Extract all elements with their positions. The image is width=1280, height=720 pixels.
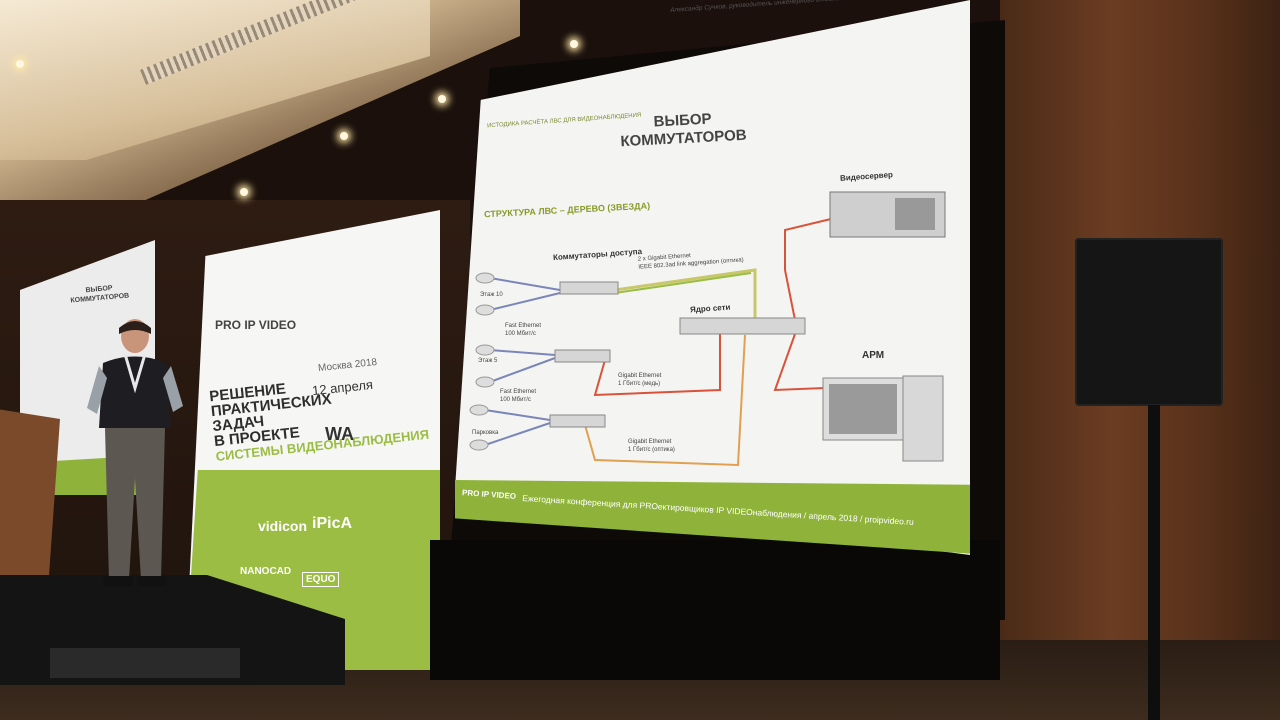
label-workstation: АРМ bbox=[862, 350, 885, 361]
sponsor-logo: iPicA bbox=[312, 515, 353, 532]
network-diagram bbox=[469, 191, 946, 467]
ceiling-light bbox=[240, 188, 248, 196]
label-gigabit-fiber-line2: 1 Гбит/с (оптика) bbox=[628, 447, 675, 453]
ceiling-light bbox=[16, 60, 24, 68]
label-fast-ethernet-speed: 100 Мбит/с bbox=[500, 397, 531, 403]
projection-screen-base bbox=[430, 540, 1000, 680]
slide-title: ВЫБОР КОММУТАТОРОВ bbox=[619, 109, 747, 152]
label-fast-ethernet: Fast Ethernet 100 Мбит/с bbox=[505, 322, 541, 338]
podium bbox=[0, 409, 60, 590]
label-fast-ethernet-speed: 100 Мбит/с bbox=[505, 331, 536, 337]
label-gigabit-fiber-line1: Gigabit Ethernet bbox=[628, 439, 672, 445]
label-gigabit-fiber: Gigabit Ethernet 1 Гбит/с (оптика) bbox=[628, 438, 675, 454]
slide-author: Александр Сучков, руководитель инженерно… bbox=[669, 0, 871, 14]
camera-icon bbox=[475, 344, 495, 356]
speaker-person bbox=[87, 319, 183, 586]
copper-line bbox=[773, 319, 826, 392]
ceiling-light bbox=[340, 132, 348, 140]
loudspeaker-stand bbox=[1148, 405, 1160, 720]
sponsor-logo: vidicon bbox=[258, 518, 308, 534]
ceiling-light bbox=[438, 95, 446, 103]
label-floor10: Этаж 10 bbox=[480, 292, 503, 298]
access-switch-icon bbox=[549, 414, 606, 428]
label-parking: Парковка bbox=[472, 430, 499, 436]
label-fast-ethernet: Fast Ethernet 100 Мбит/с bbox=[500, 388, 536, 404]
access-switch-icon bbox=[559, 281, 619, 295]
camera-icon bbox=[475, 376, 495, 388]
label-fast-ethernet-line: Fast Ethernet bbox=[500, 389, 537, 395]
sponsor-logo: EQUO bbox=[302, 572, 340, 587]
link-aggregation-line bbox=[614, 272, 752, 294]
loudspeaker bbox=[1075, 238, 1223, 406]
camera-icon bbox=[469, 404, 489, 416]
ceiling-light bbox=[570, 40, 578, 48]
label-gigabit-copper-line1: Gigabit Ethernet bbox=[618, 373, 662, 379]
link-aggregation-line bbox=[614, 268, 757, 330]
camera-icon bbox=[475, 272, 495, 284]
label-gigabit-copper: Gigabit Ethernet 1 Гбит/с (медь) bbox=[618, 372, 661, 388]
copper-line bbox=[784, 217, 836, 321]
label-fast-ethernet-line: Fast Ethernet bbox=[505, 323, 542, 329]
access-switch-icon bbox=[554, 349, 611, 363]
copper-line bbox=[593, 325, 721, 397]
fast-ethernet-line bbox=[484, 277, 561, 446]
core-switch-icon bbox=[679, 317, 806, 335]
fiber-line bbox=[584, 334, 746, 467]
camera-icon bbox=[469, 439, 489, 451]
banner-logo: PRO IP VIDEO bbox=[215, 318, 297, 332]
stage-step bbox=[50, 648, 240, 678]
video-server-drives bbox=[895, 198, 935, 230]
label-floor5: Этаж 5 bbox=[478, 358, 498, 364]
sponsor-logo: NANOCAD bbox=[240, 566, 292, 577]
monitor-screen bbox=[829, 384, 897, 434]
banner-logo-icon: WA bbox=[325, 424, 354, 444]
camera-icon bbox=[475, 304, 495, 316]
label-gigabit-copper-line2: 1 Гбит/с (медь) bbox=[618, 381, 661, 387]
pc-tower-icon bbox=[902, 375, 944, 462]
